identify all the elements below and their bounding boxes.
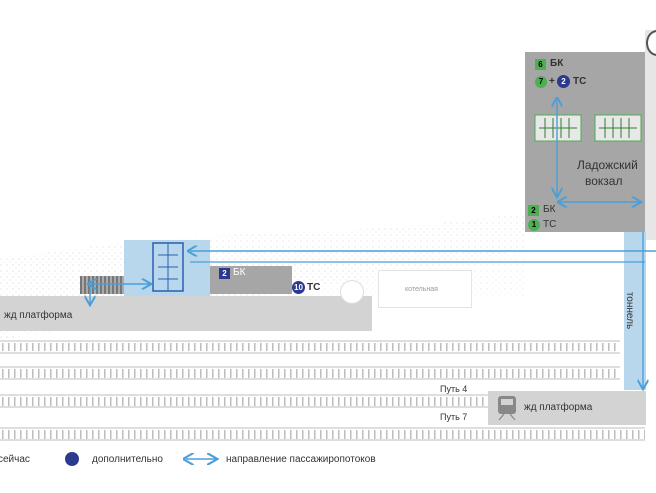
station-bottom-ts-label: ТС (543, 219, 557, 230)
legend-flow-label: направление пассажиропотоков (226, 454, 376, 465)
round-structure (340, 280, 364, 304)
station-top-bk-badge: 6 (535, 59, 546, 70)
station-turnstile-1-icon (534, 114, 582, 142)
station-top-ts-blue: 2 (557, 75, 570, 88)
tunnel (624, 232, 646, 390)
right-platform-label: жд платформа (524, 402, 593, 413)
middle-bk-label: БК (233, 267, 246, 278)
station-top-bk-label: БК (550, 58, 564, 69)
train-icon (498, 396, 516, 421)
station-top-ts-label: ТС (573, 76, 587, 87)
station-top-ts-green: 7 (535, 76, 547, 88)
turnstile-icon (152, 242, 184, 292)
legend-current-label: сейчас (0, 454, 30, 465)
boiler-house-label: котельная (405, 286, 438, 293)
station-bottom-ts-green: 1 (528, 219, 540, 231)
station-name-line2: вокзал (585, 174, 623, 188)
legend-additional-icon (65, 452, 79, 466)
track-7-label: Путь 7 (440, 412, 468, 422)
legend-additional-label: дополнительно (92, 454, 163, 465)
station-plus: + (549, 76, 555, 87)
tunnel-label: тоннель (624, 291, 636, 330)
rail-track-4 (0, 427, 645, 441)
track-4-label: Путь 4 (440, 384, 468, 394)
rail-track-2 (0, 366, 620, 380)
left-platform-label: жд платформа (4, 310, 73, 321)
left-platform (0, 296, 372, 331)
station-name-line1: Ладожский (577, 158, 638, 172)
boiler-house (378, 270, 472, 308)
station-turnstile-2-icon (594, 114, 642, 142)
station-bottom-bk-label: БК (543, 204, 556, 215)
station-bottom-bk-badge: 2 (528, 205, 539, 216)
middle-ts-badge: 10 (292, 281, 305, 294)
rail-track-3 (0, 394, 490, 408)
station-right-strip (645, 30, 656, 240)
rail-track-1 (0, 340, 620, 354)
middle-bk-badge: 2 (219, 268, 230, 279)
middle-ts-label: ТС (307, 282, 321, 293)
